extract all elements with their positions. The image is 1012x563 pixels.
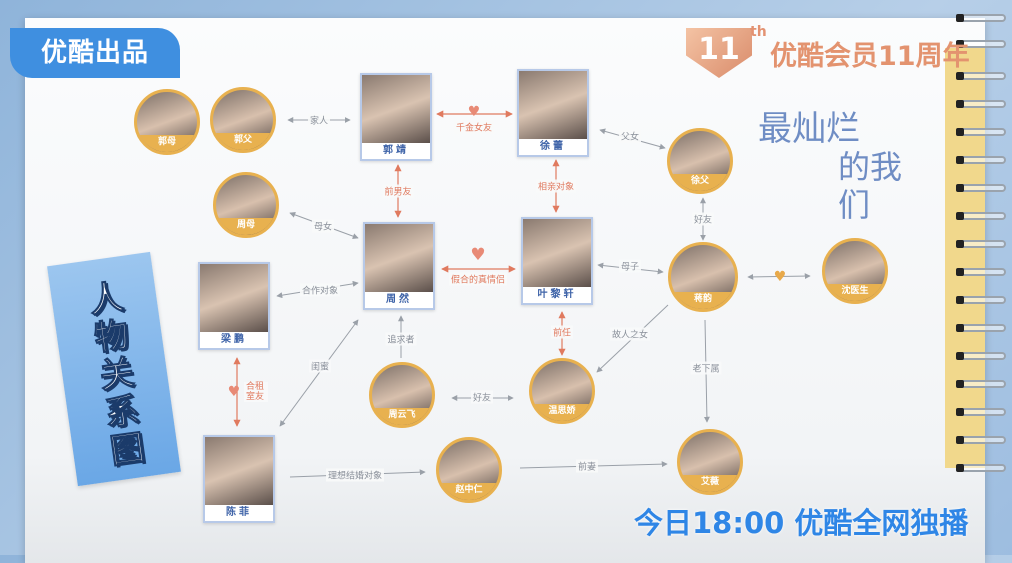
relation-label: 前妻 <box>575 459 599 473</box>
portrait <box>205 437 273 505</box>
relation-label: 好友 <box>691 212 715 226</box>
relation-label: 假合的真情侣 <box>448 272 508 286</box>
spiral-ring <box>956 380 1006 388</box>
relation-label: 父女 <box>618 129 642 143</box>
character-name: 赵中仁 <box>439 483 499 500</box>
spiral-ring <box>956 184 1006 192</box>
heart-icon: ♥ <box>467 104 481 120</box>
character-name: 周然 <box>386 294 412 305</box>
heart-icon: ♥ <box>227 384 241 400</box>
character-shen-yisheng: 沈医生 <box>822 238 888 304</box>
character-ai-wei: 艾薇 <box>677 429 743 495</box>
heart-icon: ♥ <box>773 269 787 285</box>
character-jiang-yun: 蒋韵 <box>668 242 738 312</box>
character-ye-lixuan: 叶黎轩 <box>521 217 593 305</box>
character-liang-peng: 梁鹏 <box>198 262 270 350</box>
spiral-ring <box>956 408 1006 416</box>
character-wen-sijiao: 温思娇 <box>529 358 595 424</box>
spiral-ring <box>956 14 1006 22</box>
relation-label: 合租室友 <box>244 382 268 402</box>
relation-label: 理想结婚对象 <box>325 468 385 482</box>
spiral-ring <box>956 100 1006 108</box>
edge-couple-gold <box>747 273 811 280</box>
relation-label: 好友 <box>470 390 494 404</box>
character-name: 叶黎轩 <box>537 289 577 300</box>
relation-label: 故人之女 <box>609 327 651 341</box>
spiral-ring <box>956 128 1006 136</box>
relation-label: 母女 <box>311 219 335 233</box>
character-name: 周云飞 <box>372 408 432 425</box>
character-name: 温思娇 <box>532 404 592 421</box>
spiral-ring <box>956 240 1006 248</box>
spiral-ring <box>956 296 1006 304</box>
spiral-ring <box>956 40 1006 48</box>
brand-label: 优酷出品 <box>10 28 180 78</box>
relation-label: 家人 <box>307 113 331 127</box>
character-xu-lei: 徐蕾 <box>517 69 589 157</box>
character-name: 郭靖 <box>383 145 409 156</box>
character-chen-fei: 陈菲 <box>203 435 275 523</box>
edge-bestie <box>279 319 359 427</box>
relation-label: 闺蜜 <box>308 359 332 373</box>
relation-label: 前男友 <box>382 184 414 198</box>
show-title-line2: 的我们 <box>838 148 903 224</box>
character-zhou-yunfei: 周云飞 <box>369 362 435 428</box>
heart-icon: ♥ <box>470 245 486 265</box>
anniversary-text: 优酷会员11周年 <box>770 40 970 72</box>
anniversary-logo: 11 th 优酷会员11周年 <box>686 24 970 78</box>
character-guo-fu: 郭父 <box>210 87 276 153</box>
character-name: 徐父 <box>670 174 730 191</box>
relation-label: 合作对象 <box>299 283 341 297</box>
portrait <box>200 264 268 332</box>
badge-suffix: th <box>750 24 767 40</box>
portrait <box>523 219 591 287</box>
relation-label: 追求者 <box>385 332 417 346</box>
portrait <box>365 224 433 292</box>
character-name: 梁鹏 <box>221 334 247 345</box>
spiral-ring <box>956 436 1006 444</box>
character-name: 郭母 <box>137 135 197 152</box>
character-zhou-mu: 周母 <box>213 172 279 238</box>
character-name: 艾薇 <box>680 475 740 492</box>
character-guo-mu: 郭母 <box>134 89 200 155</box>
show-title: 最灿烂 的我们 <box>758 110 928 224</box>
spiral-ring <box>956 324 1006 332</box>
broadcast-info: 今日18:00 优酷全网独播 <box>634 506 969 540</box>
relation-label: 母子 <box>618 259 642 273</box>
character-guo-jing: 郭靖 <box>360 73 432 161</box>
character-name: 郭父 <box>213 133 273 150</box>
character-name: 蒋韵 <box>671 292 735 309</box>
relation-label: 前任 <box>550 325 574 339</box>
spiral-ring <box>956 156 1006 164</box>
character-name: 陈菲 <box>226 507 252 518</box>
character-name: 沈医生 <box>825 284 885 301</box>
spiral-ring <box>956 268 1006 276</box>
relation-label: 千金女友 <box>453 120 495 134</box>
character-zhao-zhongren: 赵中仁 <box>436 437 502 503</box>
portrait <box>362 75 430 143</box>
character-xu-fu: 徐父 <box>667 128 733 194</box>
show-title-line1: 最灿烂 <box>758 109 860 149</box>
spiral-ring <box>956 212 1006 220</box>
character-zhou-ran: 周然 <box>363 222 435 310</box>
portrait <box>519 71 587 139</box>
yellow-tape <box>945 48 985 468</box>
relation-label: 老下属 <box>690 361 722 375</box>
relation-label: 相亲对象 <box>535 179 577 193</box>
character-name: 周母 <box>216 218 276 235</box>
spiral-ring <box>956 352 1006 360</box>
character-name: 徐蕾 <box>540 141 566 152</box>
spiral-ring <box>956 464 1006 472</box>
spiral-ring <box>956 72 1006 80</box>
